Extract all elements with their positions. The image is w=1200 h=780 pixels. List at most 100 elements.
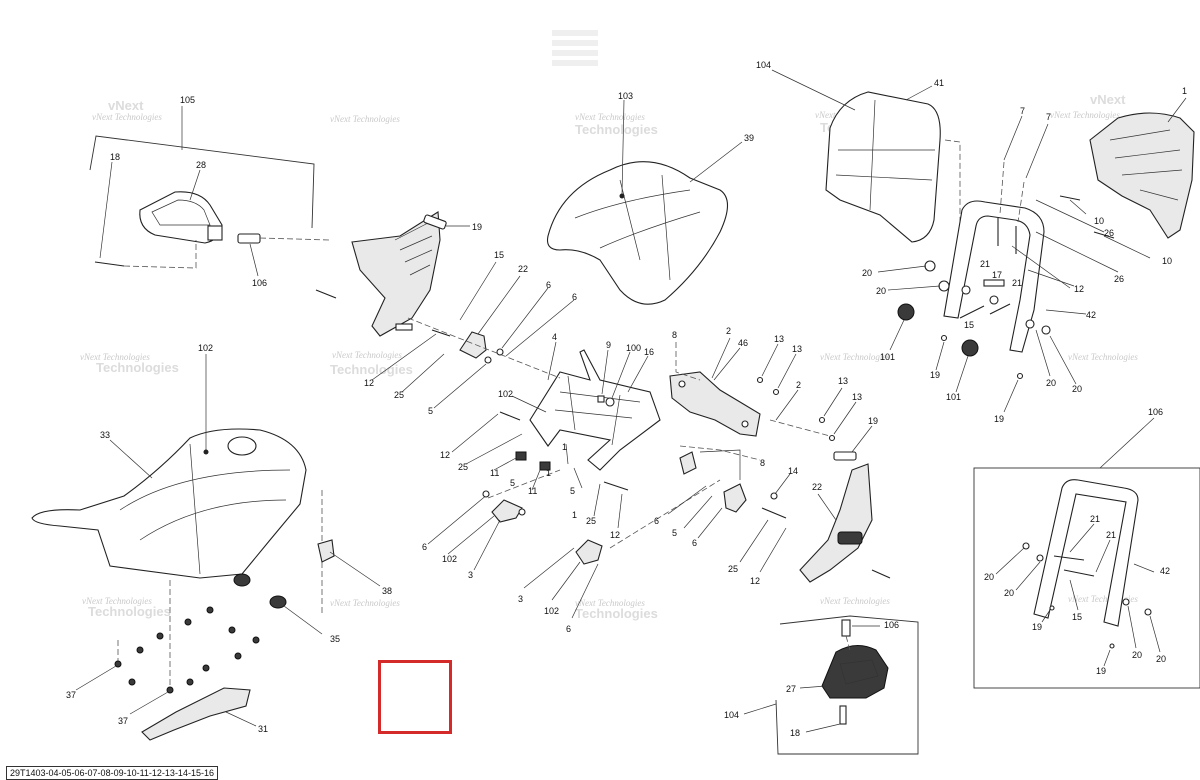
callout-27: 27 [786,684,796,694]
callout-21: 20 [1156,654,1166,664]
spring-43 [897,303,915,321]
leader-line [109,439,153,479]
leader-line [887,285,941,291]
screw-13 [772,388,780,396]
bushing-21 [1041,325,1051,335]
leader-line [799,685,827,689]
callout-3: 3 [468,570,473,580]
bolt-18 [839,705,847,725]
leader-line [1003,115,1023,161]
bushing-21 [924,260,936,272]
callout-44: 102 [544,606,559,616]
pin-10 [1059,195,1081,201]
callout-21: 20 [1132,650,1142,660]
leader-line [451,413,499,453]
leader-line [493,457,517,471]
callout-10: 10 [1094,216,1104,226]
nut-33 [166,686,174,694]
leader-line [1095,539,1111,573]
leader-line [565,443,569,465]
assembly-path [1017,181,1025,223]
nut [186,678,194,686]
callout-13: 13 [852,392,862,402]
bushing-21 [1025,319,1035,329]
leader-line [1041,609,1051,623]
washer-42 [605,397,615,407]
callout-31: 33 [100,430,110,440]
assembly-bracket [775,615,919,755]
bushing-21 [1022,542,1030,550]
callout-26: 25 [728,564,738,574]
seat-center-mark [619,193,625,199]
leader-line [531,469,541,491]
nut [252,636,260,644]
callout-26: 25 [586,516,596,526]
assembly-path [845,635,851,651]
callout-8: 8 [672,330,677,340]
leader-line [851,425,873,453]
rivet [741,420,749,428]
handle-mount-block [207,225,223,241]
callout-21: 20 [1072,384,1082,394]
watermark: vNext Technologies [575,112,645,122]
center-rack-46 [529,349,661,471]
callout-12: 12 [440,450,450,460]
spring-43 [961,339,979,357]
pin-19 [833,451,857,461]
seat-stitching [119,443,291,575]
callout-39: 42 [1086,310,1096,320]
washer-22 [961,285,971,295]
leader-line [225,711,257,727]
watermark: vNext Technologies [92,112,162,122]
callout-6: 6 [422,542,427,552]
callout-9: 9 [606,340,611,350]
assembly-path [487,469,561,499]
nut [206,606,214,614]
watermark-brand: Technologies [575,606,658,621]
callout-17: 17 [992,270,1002,280]
bushing-21 [938,280,950,292]
pin-10 [1093,231,1115,239]
leader-line [711,337,731,379]
leader-line [713,347,741,381]
bushing-21 [1122,598,1130,606]
callout-7: 7 [1020,106,1025,116]
callout-13: 13 [774,334,784,344]
callout-19: 19 [868,416,878,426]
leader-line [955,355,969,393]
leader-line [551,561,581,601]
watermark-brand: vNext [108,98,144,113]
driver-seat-cushion [31,428,307,579]
under-plate-29 [141,687,251,741]
callout-103: 102 [198,343,213,353]
callout-6: 6 [692,538,697,548]
pin-106 [841,619,851,637]
leader-line [935,341,945,371]
bolt [315,289,337,299]
leader-line [1069,199,1087,215]
callout-21: 20 [876,286,886,296]
callout-12: 12 [610,530,620,540]
nut [136,646,144,654]
latch-rod [699,449,741,480]
grommet [233,573,251,587]
callout-22: 21 [1012,278,1022,288]
leader-line [129,691,169,715]
rack-assembly [511,337,857,471]
watermark: vNext Technologies [820,596,890,606]
leader-line [833,401,857,435]
leader-line [283,605,323,635]
callout-42: 100 [626,343,641,353]
screw-20 [1049,605,1055,611]
callout-14: 15 [494,250,504,260]
latch-plate-41 [669,371,761,437]
assembly-path [769,419,831,437]
callout-15: 15 [964,320,974,330]
callout-24: 22 [518,264,528,274]
callout-18: 18 [110,152,120,162]
selection-highlight-box[interactable] [378,660,452,734]
washer-5 [484,356,492,364]
pin-12 [499,411,521,421]
screw-20 [940,334,948,342]
bushing-21 [1144,608,1152,616]
